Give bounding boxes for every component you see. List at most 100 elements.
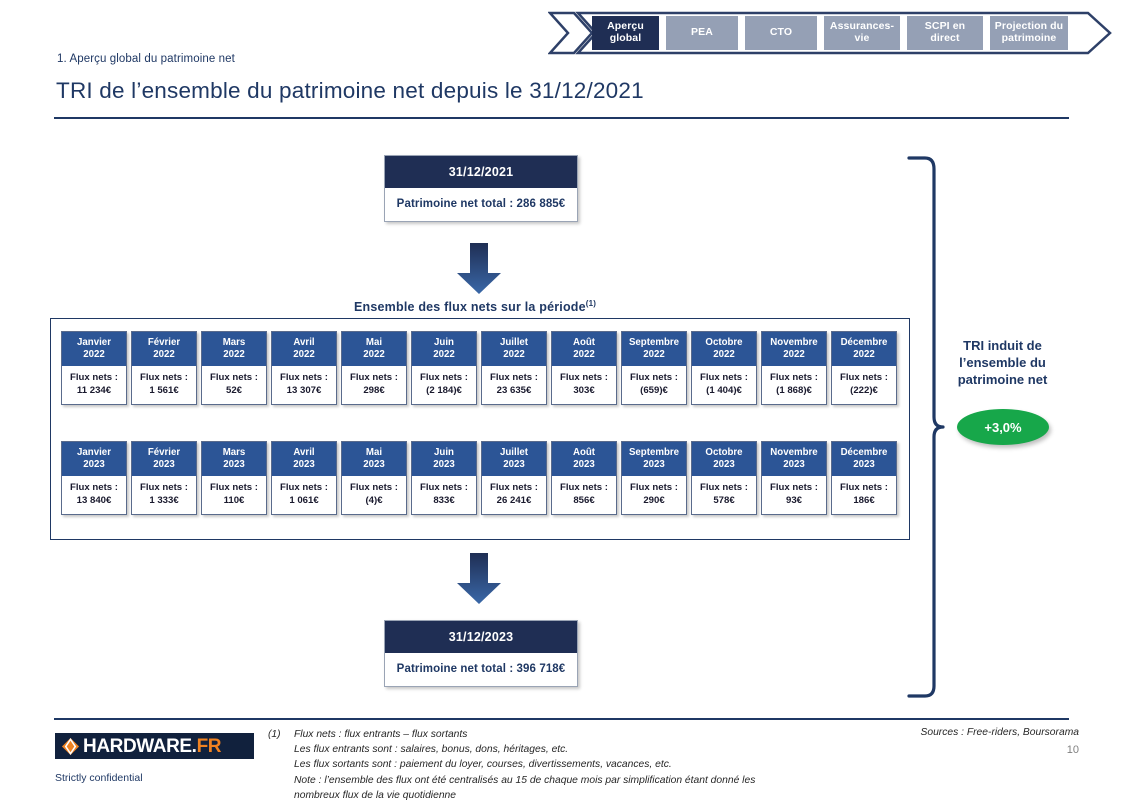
flux-label: Flux nets : xyxy=(350,372,398,384)
nav-tab-cto[interactable]: CTO xyxy=(745,16,817,50)
flux-label: Flux nets : xyxy=(840,482,888,494)
month-year: 2023 xyxy=(503,459,525,471)
tri-caption-line-1: TRI induit de xyxy=(963,338,1042,353)
month-year: 2023 xyxy=(293,459,315,471)
flux-value: 1 561€ xyxy=(149,384,179,396)
flux-label: Flux nets : xyxy=(210,482,258,494)
month-year: 2023 xyxy=(363,459,385,471)
month-name: Septembre xyxy=(628,337,680,348)
hardware-fr-logo: HARDWARE.FR xyxy=(55,733,254,759)
month-year: 2022 xyxy=(293,349,315,361)
month-name: Juin xyxy=(434,337,454,348)
footnotes-block: (1) Flux nets : flux entrants – flux sor… xyxy=(268,727,755,803)
month-name: Mai xyxy=(365,337,383,348)
month-year: 2022 xyxy=(153,349,175,361)
month-cell-body: Flux nets :26 241€ xyxy=(482,476,546,515)
month-name: Février xyxy=(147,447,181,458)
start-balance-card: 31/12/2021 Patrimoine net total : 286 88… xyxy=(384,155,578,222)
month-cell-body: Flux nets :(659)€ xyxy=(622,366,686,405)
month-cell-body: Flux nets :1 333€ xyxy=(132,476,196,515)
month-year: 2022 xyxy=(363,349,385,361)
nav-tab-assurances-vie[interactable]: Assurances-vie xyxy=(824,16,900,50)
month-year: 2022 xyxy=(83,349,105,361)
end-balance-value: Patrimoine net total : 396 718€ xyxy=(385,653,577,686)
month-year: 2023 xyxy=(433,459,455,471)
flux-label: Flux nets : xyxy=(490,482,538,494)
page-title: TRI de l’ensemble du patrimoine net depu… xyxy=(56,78,644,103)
month-cell-body: Flux nets :1 561€ xyxy=(132,366,196,405)
down-arrow-icon xyxy=(457,243,501,294)
tri-caption-line-3: patrimoine net xyxy=(957,371,1048,387)
confidentiality-notice: Strictly confidential xyxy=(55,772,143,784)
flux-label: Flux nets : xyxy=(210,372,258,384)
footer-divider xyxy=(54,718,1069,720)
nav-tab-scpi-en-direct[interactable]: SCPI en direct xyxy=(907,16,983,50)
end-balance-card: 31/12/2023 Patrimoine net total : 396 71… xyxy=(384,620,578,687)
month-name: Décembre xyxy=(840,337,888,348)
flux-value: 298€ xyxy=(363,384,385,396)
flux-label: Flux nets : xyxy=(840,372,888,384)
flux-label: Flux nets : xyxy=(700,372,748,384)
month-name: Mars xyxy=(222,337,246,348)
flux-value: 13 840€ xyxy=(76,494,112,506)
flux-value: 578€ xyxy=(713,494,735,506)
section-eyebrow: 1. Aperçu global du patrimoine net xyxy=(57,53,235,65)
footnote-line-2: Les flux entrants sont : salaires, bonus… xyxy=(294,744,569,756)
flux-value: 110€ xyxy=(223,494,245,506)
month-name: Août xyxy=(572,447,596,458)
flux-value: 303€ xyxy=(573,384,595,396)
footnote-line-1: Flux nets : flux entrants – flux sortant… xyxy=(294,729,468,740)
nav-tab-projection-du-patrimoine[interactable]: Projection du patrimoine xyxy=(990,16,1068,50)
month-year: 2022 xyxy=(573,349,595,361)
month-cell-body: Flux nets :11 234€ xyxy=(62,366,126,405)
nav-tab-pea[interactable]: PEA xyxy=(666,16,738,50)
flux-section-footnote-marker: (1) xyxy=(585,299,597,308)
month-cell-body: Flux nets :(1 868)€ xyxy=(762,366,826,405)
nav-tab-apercu-global[interactable]: Aperçu global xyxy=(592,16,659,50)
month-cell-body: Flux nets :52€ xyxy=(202,366,266,405)
flux-label: Flux nets : xyxy=(140,482,188,494)
month-name: Décembre xyxy=(840,447,888,458)
flux-label: Flux nets : xyxy=(420,372,468,384)
month-year: 2022 xyxy=(783,349,805,361)
month-cell-body: Flux nets :1 061€ xyxy=(272,476,336,515)
month-year: 2022 xyxy=(713,349,735,361)
flux-label: Flux nets : xyxy=(350,482,398,494)
month-cell-body: Flux nets :290€ xyxy=(622,476,686,515)
month-name: Juin xyxy=(434,447,454,458)
flux-label: Flux nets : xyxy=(770,482,818,494)
down-arrow-icon xyxy=(457,553,501,604)
title-divider xyxy=(54,117,1069,119)
process-nav-band: Aperçu global PEA CTO Assurances-vie SCP… xyxy=(548,10,1113,56)
flux-value: 856€ xyxy=(573,494,595,506)
right-brace-bracket xyxy=(907,156,945,698)
